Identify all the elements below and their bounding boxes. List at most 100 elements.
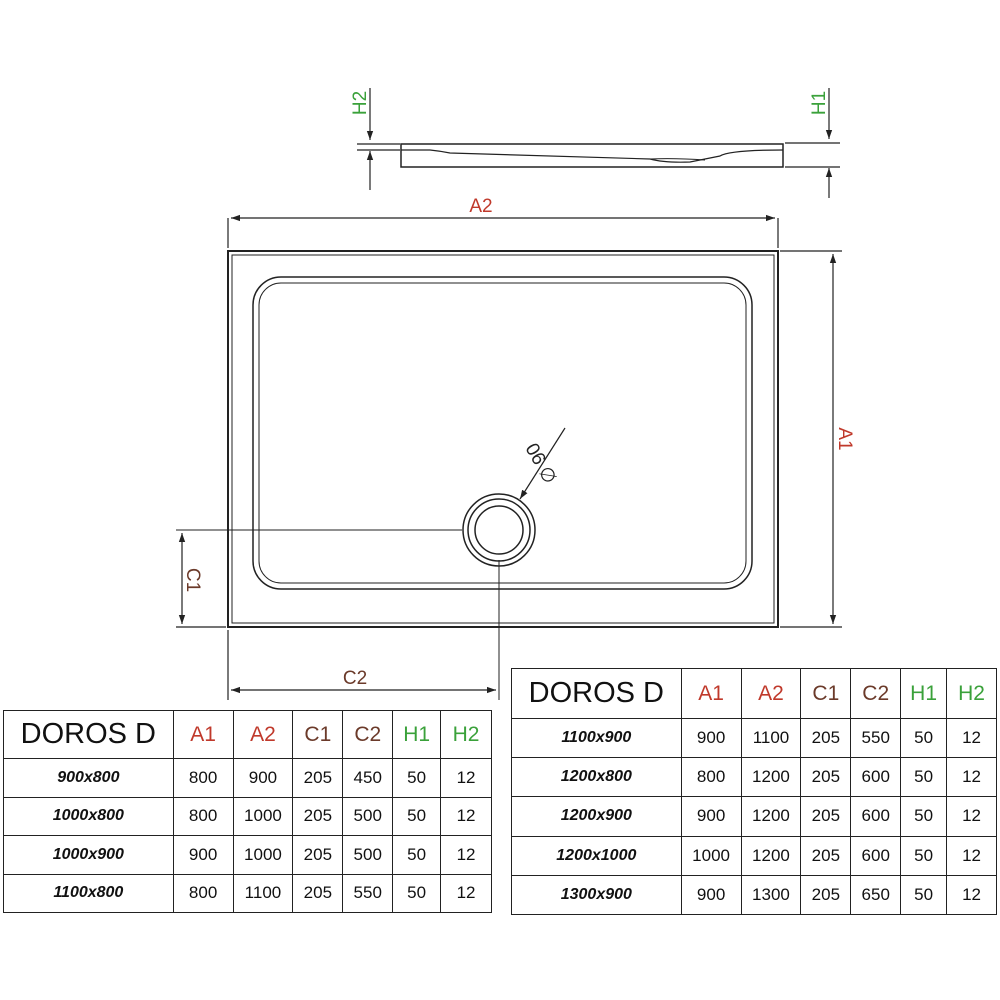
a2-dimension <box>227 214 779 248</box>
model-name: 900x800 <box>3 758 174 798</box>
cell-c1: 205 <box>800 835 852 876</box>
cell-h1: 50 <box>900 717 948 759</box>
cell-a2: 1100 <box>740 717 802 759</box>
cell-h2: 12 <box>946 874 997 916</box>
cell-a2: 1200 <box>740 796 802 837</box>
model-name: 1100x800 <box>3 873 174 913</box>
tray-side-profile <box>400 143 784 168</box>
header-c2: C2 <box>850 668 902 719</box>
cell-c1: 205 <box>292 758 344 798</box>
cell-h2: 12 <box>946 717 997 759</box>
model-name: 1200x800 <box>511 757 682 798</box>
header-a2: A2 <box>232 710 294 759</box>
header-h2: H2 <box>946 668 997 719</box>
model-name: 1300x900 <box>511 874 682 916</box>
model-name: 1000x800 <box>3 796 174 836</box>
c1-label: C1 <box>182 568 203 592</box>
cell-h2: 12 <box>946 796 997 837</box>
header-a2: A2 <box>740 668 802 719</box>
cell-h1: 50 <box>900 796 948 837</box>
table-row: 1000x900 900 1000 205 500 50 12 <box>3 835 492 875</box>
cell-a1: 900 <box>172 835 234 875</box>
cell-h2: 12 <box>440 873 492 913</box>
cell-a2: 1300 <box>740 874 802 916</box>
h2-label: H2 <box>350 91 371 115</box>
series-name: DOROS D <box>511 668 682 719</box>
cell-h1: 50 <box>900 835 948 876</box>
h1-label: H1 <box>809 91 830 115</box>
cell-h2: 12 <box>946 757 997 798</box>
cell-c2: 600 <box>850 835 902 876</box>
model-name: 1200x900 <box>511 796 682 837</box>
cell-h1: 50 <box>392 873 442 913</box>
table-row: 1000x800 800 1000 205 500 50 12 <box>3 796 492 836</box>
cell-a2: 1000 <box>232 835 294 875</box>
cell-a1: 800 <box>680 757 742 798</box>
cell-a1: 800 <box>172 758 234 798</box>
cell-h1: 50 <box>392 835 442 875</box>
c2-label: C2 <box>343 668 367 689</box>
cell-c1: 205 <box>292 873 344 913</box>
header-a1: A1 <box>680 668 742 719</box>
drain-centerlines <box>176 529 500 700</box>
table-row: 1100x800 800 1100 205 550 50 12 <box>3 873 492 913</box>
cell-h2: 12 <box>440 796 492 836</box>
header-a1: A1 <box>172 710 234 759</box>
table-row: 1300x900 900 1300 205 650 50 12 <box>511 874 997 916</box>
cell-a1: 900 <box>680 717 742 759</box>
cell-c2: 450 <box>342 758 394 798</box>
table-header-row: DOROS D A1 A2 C1 C2 H1 H2 <box>3 710 492 759</box>
cell-a1: 900 <box>680 796 742 837</box>
cell-a2: 900 <box>232 758 294 798</box>
a2-label: A2 <box>469 196 492 217</box>
cell-h1: 50 <box>392 796 442 836</box>
cell-a2: 1200 <box>740 835 802 876</box>
h1-dimension <box>785 88 840 198</box>
cell-c2: 550 <box>850 717 902 759</box>
header-h1: H1 <box>900 668 948 719</box>
cell-a2: 1100 <box>232 873 294 913</box>
cell-c1: 205 <box>292 835 344 875</box>
a1-dimension <box>780 250 842 628</box>
cell-c1: 205 <box>292 796 344 836</box>
header-c1: C1 <box>292 710 344 759</box>
cell-h2: 12 <box>440 758 492 798</box>
table-header-row: DOROS D A1 A2 C1 C2 H1 H2 <box>511 668 997 719</box>
table-row: 1200x1000 1000 1200 205 600 50 12 <box>511 835 997 876</box>
cell-a1: 1000 <box>680 835 742 876</box>
header-h1: H1 <box>392 710 442 759</box>
table-row: 1200x900 900 1200 205 600 50 12 <box>511 796 997 837</box>
cell-c2: 650 <box>850 874 902 916</box>
cell-c1: 205 <box>800 874 852 916</box>
cell-c2: 500 <box>342 835 394 875</box>
c2-dimension <box>227 630 496 700</box>
spec-table-right: DOROS D A1 A2 C1 C2 H1 H2 1100x900 900 1… <box>511 668 997 916</box>
cell-c1: 205 <box>800 757 852 798</box>
spec-table-left: DOROS D A1 A2 C1 C2 H1 H2 900x800 800 90… <box>3 710 492 913</box>
cell-h2: 12 <box>946 835 997 876</box>
table-row: 1200x800 800 1200 205 600 50 12 <box>511 757 997 798</box>
cell-a1: 800 <box>172 873 234 913</box>
cell-a2: 1000 <box>232 796 294 836</box>
cell-c1: 205 <box>800 717 852 759</box>
cell-a2: 1200 <box>740 757 802 798</box>
series-name: DOROS D <box>3 710 174 759</box>
cell-a1: 800 <box>172 796 234 836</box>
a1-label: A1 <box>834 427 855 450</box>
header-c1: C1 <box>800 668 852 719</box>
drain-icon <box>462 493 536 567</box>
h2-dimension <box>357 88 400 190</box>
model-name: 1000x900 <box>3 835 174 875</box>
cell-h2: 12 <box>440 835 492 875</box>
model-name: 1100x900 <box>511 717 682 759</box>
c1-dimension <box>176 533 226 628</box>
tray-top-view <box>227 250 779 628</box>
cell-c1: 205 <box>800 796 852 837</box>
model-name: 1200x1000 <box>511 835 682 876</box>
header-h2: H2 <box>440 710 492 759</box>
cell-c2: 600 <box>850 796 902 837</box>
cell-a1: 900 <box>680 874 742 916</box>
cell-h1: 50 <box>900 757 948 798</box>
table-row: 1100x900 900 1100 205 550 50 12 <box>511 717 997 759</box>
